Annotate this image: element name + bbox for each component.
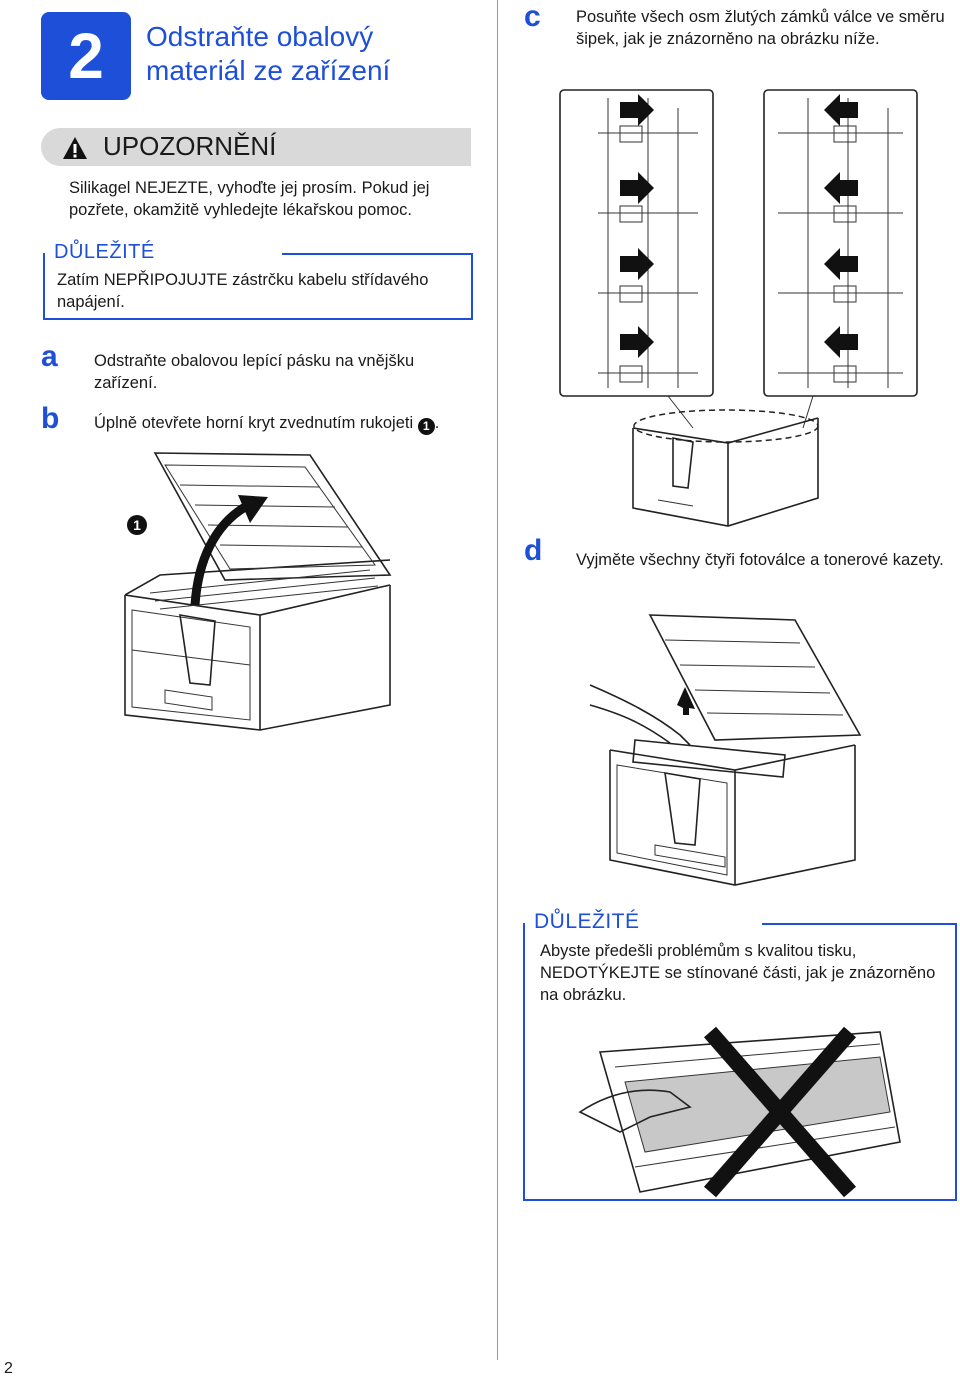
caution-title: UPOZORNĚNÍ bbox=[103, 131, 277, 161]
remove-drum-illustration bbox=[589, 614, 862, 886]
important-box-topline bbox=[282, 253, 471, 255]
step-number-badge: 2 bbox=[41, 12, 131, 100]
step-text-b: Úplně otevřete horní kryt zvednutím ruko… bbox=[94, 412, 494, 435]
page-number: 2 bbox=[4, 1360, 13, 1377]
important-text: Zatím NEPŘIPOJUJTE zástrčku kabelu stříd… bbox=[57, 271, 429, 311]
important-box-2 bbox=[523, 923, 957, 1201]
warning-triangle-icon bbox=[63, 137, 87, 159]
prohibited-x-icon bbox=[703, 1026, 857, 1198]
printer-open-cover-illustration: 1 bbox=[124, 452, 392, 731]
drum-locks-illustration bbox=[559, 89, 918, 527]
do-not-touch-illustration bbox=[578, 1026, 901, 1198]
important-text-2: Abyste předešli problémům s kvalitou tis… bbox=[540, 942, 936, 1004]
column-divider bbox=[497, 0, 498, 1360]
step-title: Odstraňte obalový materiál ze zařízení bbox=[146, 20, 466, 88]
step-text-a: Odstraňte obalovou lepící pásku na vnějš… bbox=[94, 352, 415, 392]
step-letter-b: b bbox=[41, 402, 60, 435]
caution-text: Silikagel NEJEZTE, vyhoďte jej prosím. P… bbox=[69, 179, 430, 219]
caution-bar bbox=[41, 128, 471, 166]
step-title-line1: Odstraňte obalový bbox=[146, 21, 374, 52]
callout-badge: 1 bbox=[417, 418, 435, 435]
important-title-2: DŮLEŽITÉ bbox=[534, 910, 640, 933]
step-letter-c: c bbox=[524, 0, 541, 33]
step-text-b-body: Úplně otevřete horní kryt zvednutím ruko… bbox=[94, 414, 414, 432]
important-title: DŮLEŽITÉ bbox=[54, 241, 155, 263]
step-text-d: Vyjměte všechny čtyři fotoválce a tonero… bbox=[576, 551, 944, 569]
illustration-callout: 1 bbox=[133, 517, 141, 533]
important-box-2-topline bbox=[762, 923, 955, 925]
step-text-c: Posuňte všech osm žlutých zámků válce ve… bbox=[576, 8, 945, 48]
step-letter-a: a bbox=[41, 340, 58, 373]
step-letter-d: d bbox=[524, 534, 543, 567]
step-text-b-suffix: . bbox=[434, 414, 440, 432]
important-box bbox=[43, 253, 473, 320]
step-title-line2: materiál ze zařízení bbox=[146, 55, 391, 86]
